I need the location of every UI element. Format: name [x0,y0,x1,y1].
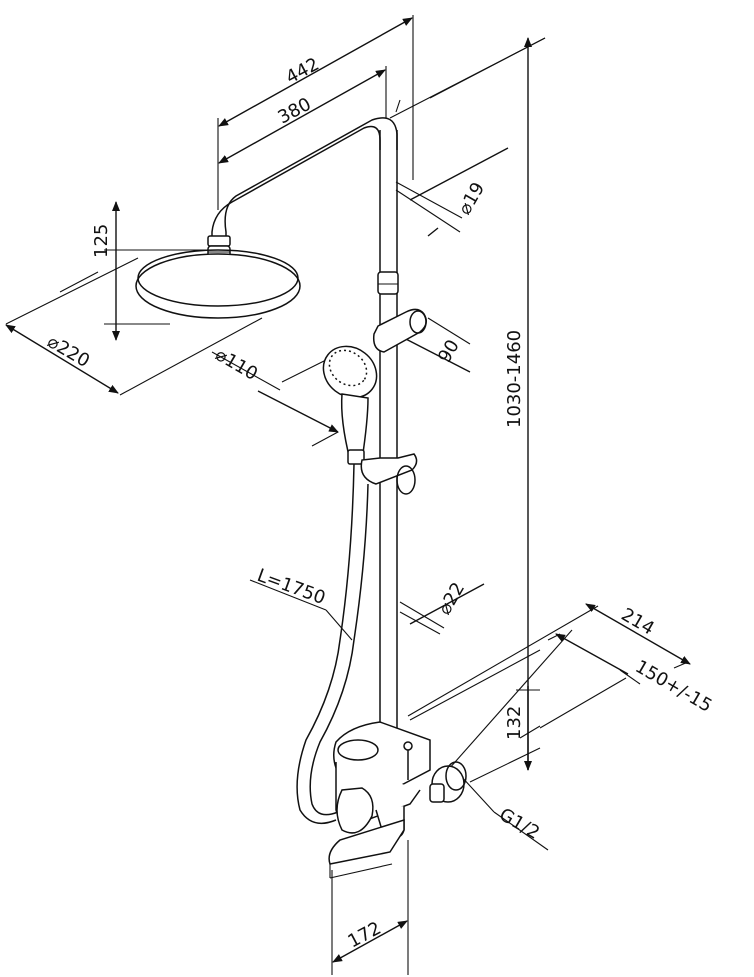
dim-diameter-110: ⌀110 [212,344,262,385]
hose-length-label: L=1750 [254,565,328,609]
dim-442: 442 [282,54,322,89]
dim-132: 132 [504,706,525,740]
shower-assembly [135,117,467,879]
dim-diameter-220: ⌀220 [44,331,94,372]
dim-172: 172 [344,918,384,953]
dim-diameter-19: ⌀19 [454,179,489,219]
dim-380: 380 [274,94,314,129]
dim-1030-1460: 1030-1460 [504,330,525,428]
dim-150-tolerance: 150+/-15 [632,656,716,717]
dim-diameter-22: ⌀22 [434,579,469,619]
thread-size-label: G1/2 [496,804,544,844]
dim-90: 90 [434,336,464,366]
dim-125: 125 [91,224,112,258]
dimension-lines [5,15,691,975]
